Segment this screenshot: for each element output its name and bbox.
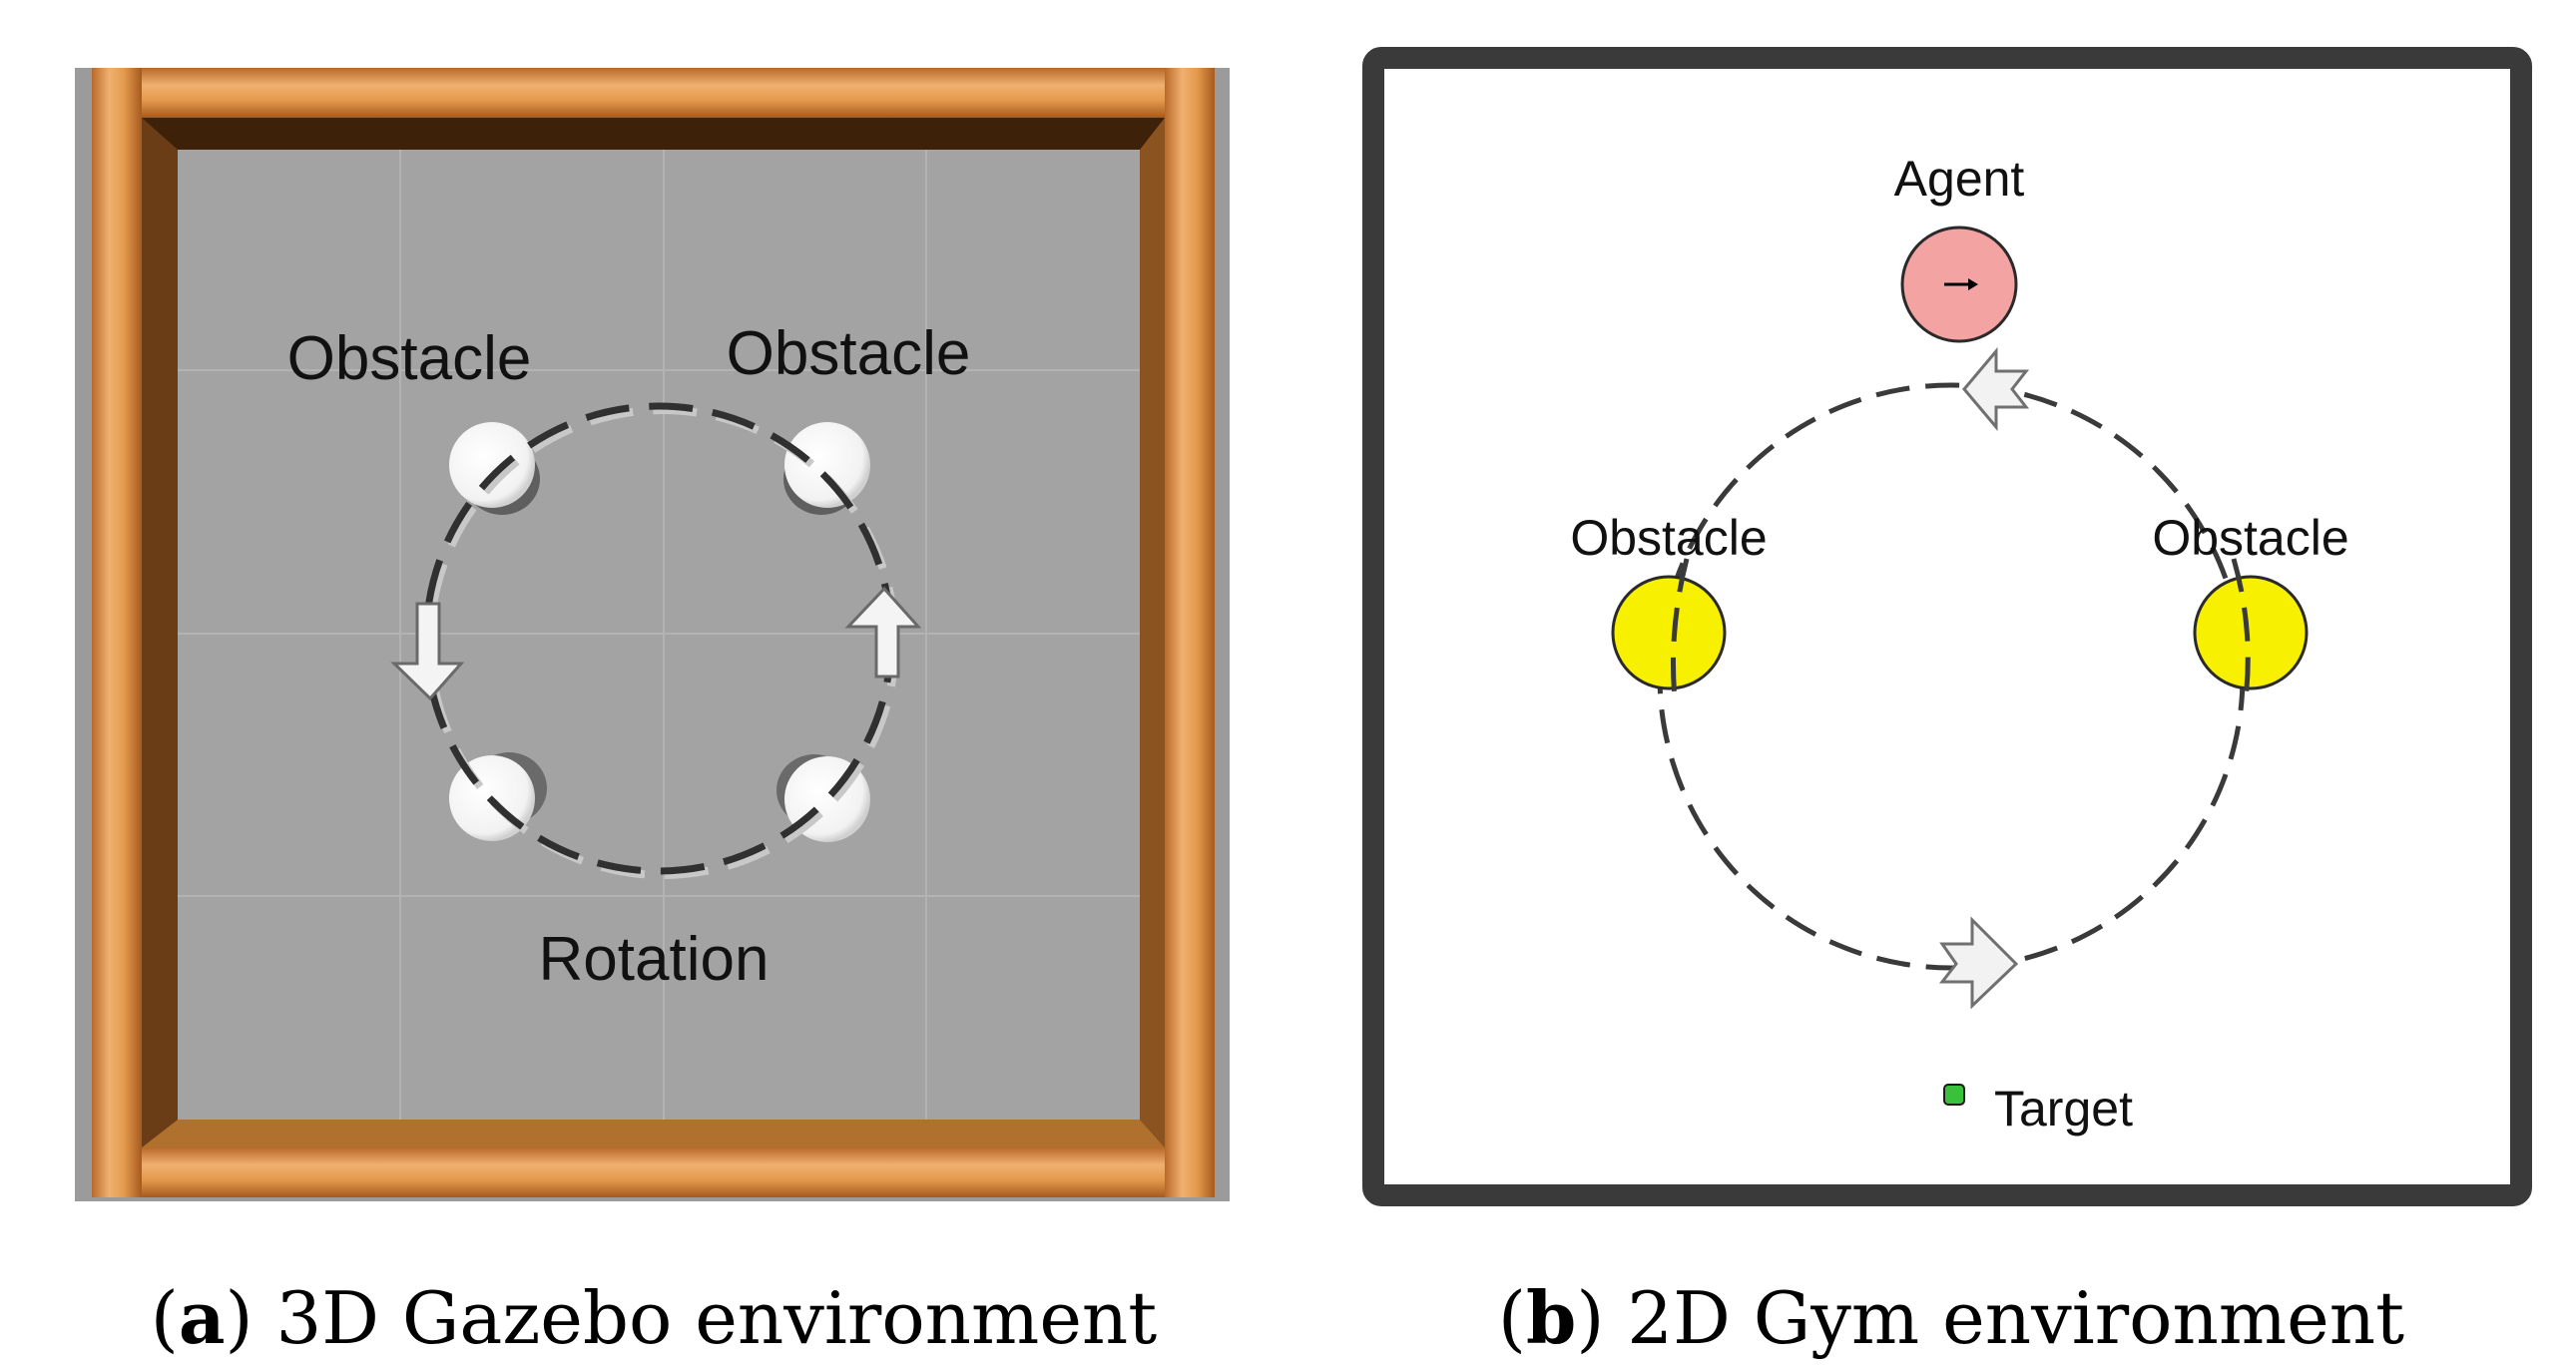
gazebo-label-rotation: Rotation <box>539 925 770 994</box>
caption-b-letter: b <box>1526 1275 1576 1360</box>
gym-agent-heading-arrow-icon <box>1944 278 1978 290</box>
gym-path-over-right-obstacle <box>2231 558 2251 699</box>
wall-inner-top-face <box>142 118 1165 150</box>
gym-arrow-top-left <box>1962 346 2030 432</box>
caption-b-text: 2D Gym environment <box>1604 1276 2404 1360</box>
gym-label-agent: Agent <box>1894 151 2025 207</box>
wall-right <box>1165 68 1215 1197</box>
gym-obstacle-right <box>2193 575 2309 690</box>
wall-inner-right-face <box>1140 118 1165 1147</box>
gym-target <box>1943 1084 1965 1106</box>
caption-b: (b) 2D Gym environment <box>1498 1275 2404 1360</box>
wall-left <box>92 68 142 1197</box>
gym-path-over-left-obstacle <box>1671 558 1690 699</box>
floor-grid <box>178 150 1140 1120</box>
gym-frame <box>1362 47 2532 1206</box>
gym-arrow-bottom-right <box>1938 916 2019 1010</box>
gazebo-label-obstacle-right: Obstacle <box>727 319 971 388</box>
gym-label-obstacle-left: Obstacle <box>1570 510 1767 566</box>
gym-label-target: Target <box>1994 1081 2133 1137</box>
wall-inner-bottom-face <box>142 1120 1165 1147</box>
gym-obstacle-left <box>1611 575 1727 690</box>
panel-a-gazebo: Obstacle Obstacle Rotation <box>75 68 1230 1201</box>
gym-label-obstacle-right: Obstacle <box>2152 510 2348 566</box>
wall-inner-left-face <box>142 118 178 1147</box>
gazebo-arrow-right-up <box>844 586 922 679</box>
gazebo-arrow-left-down <box>390 602 465 701</box>
gazebo-label-obstacle-left: Obstacle <box>287 324 532 393</box>
panel-b-gym: Agent Obstacle Obstacle Target <box>1362 47 2532 1206</box>
caption-a-letter: a <box>179 1275 226 1360</box>
wall-bottom <box>92 1147 1215 1197</box>
caption-a-text: 3D Gazebo environment <box>254 1276 1158 1360</box>
wall-top <box>92 68 1215 118</box>
caption-a: (a) 3D Gazebo environment <box>151 1275 1158 1360</box>
